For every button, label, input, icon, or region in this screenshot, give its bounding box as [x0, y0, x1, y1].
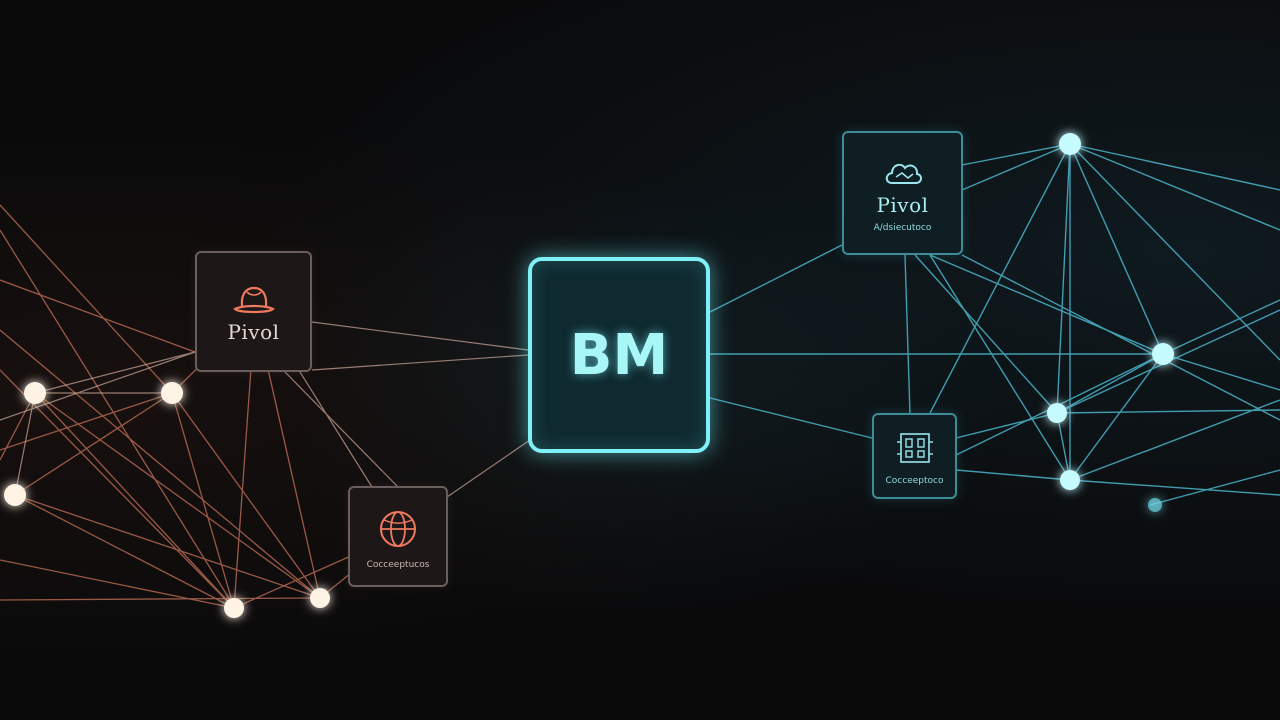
node-dot	[310, 588, 330, 608]
node-sublabel: Cocceeptucos	[366, 559, 430, 570]
node-box-right-bottom: Cocceeptoco	[872, 413, 957, 499]
globe-icon	[380, 510, 416, 547]
node-dot	[1148, 498, 1162, 512]
node-sublabel: Cocceeptoco	[885, 476, 944, 486]
node-dot	[224, 598, 244, 618]
node-dot	[161, 382, 183, 404]
cloud-icon	[885, 163, 922, 184]
circuit-icon	[896, 433, 933, 463]
node-box-left-top: Pivol	[195, 251, 312, 372]
node-dot	[1059, 133, 1081, 155]
center-label: BM	[569, 322, 669, 388]
node-dot	[1047, 403, 1067, 423]
node-dot	[24, 382, 46, 404]
cool-network-lines	[709, 143, 1280, 506]
node-label: Pivol	[876, 193, 929, 217]
node-label: Pivol	[227, 319, 280, 344]
node-dot	[1152, 343, 1174, 365]
node-dot	[1060, 470, 1080, 490]
node-sublabel: A/dsiecutoco	[873, 223, 932, 233]
light-network-lines	[0, 321, 531, 498]
node-box-left-bottom: Cocceeptucos	[348, 486, 448, 587]
node-dot	[4, 484, 26, 506]
warm-network-lines	[0, 204, 399, 609]
network-nodes	[4, 133, 1174, 618]
hat-icon	[232, 286, 275, 313]
center-node-box: BM	[528, 257, 710, 453]
node-box-right-top: Pivol A/dsiecutoco	[842, 131, 963, 255]
